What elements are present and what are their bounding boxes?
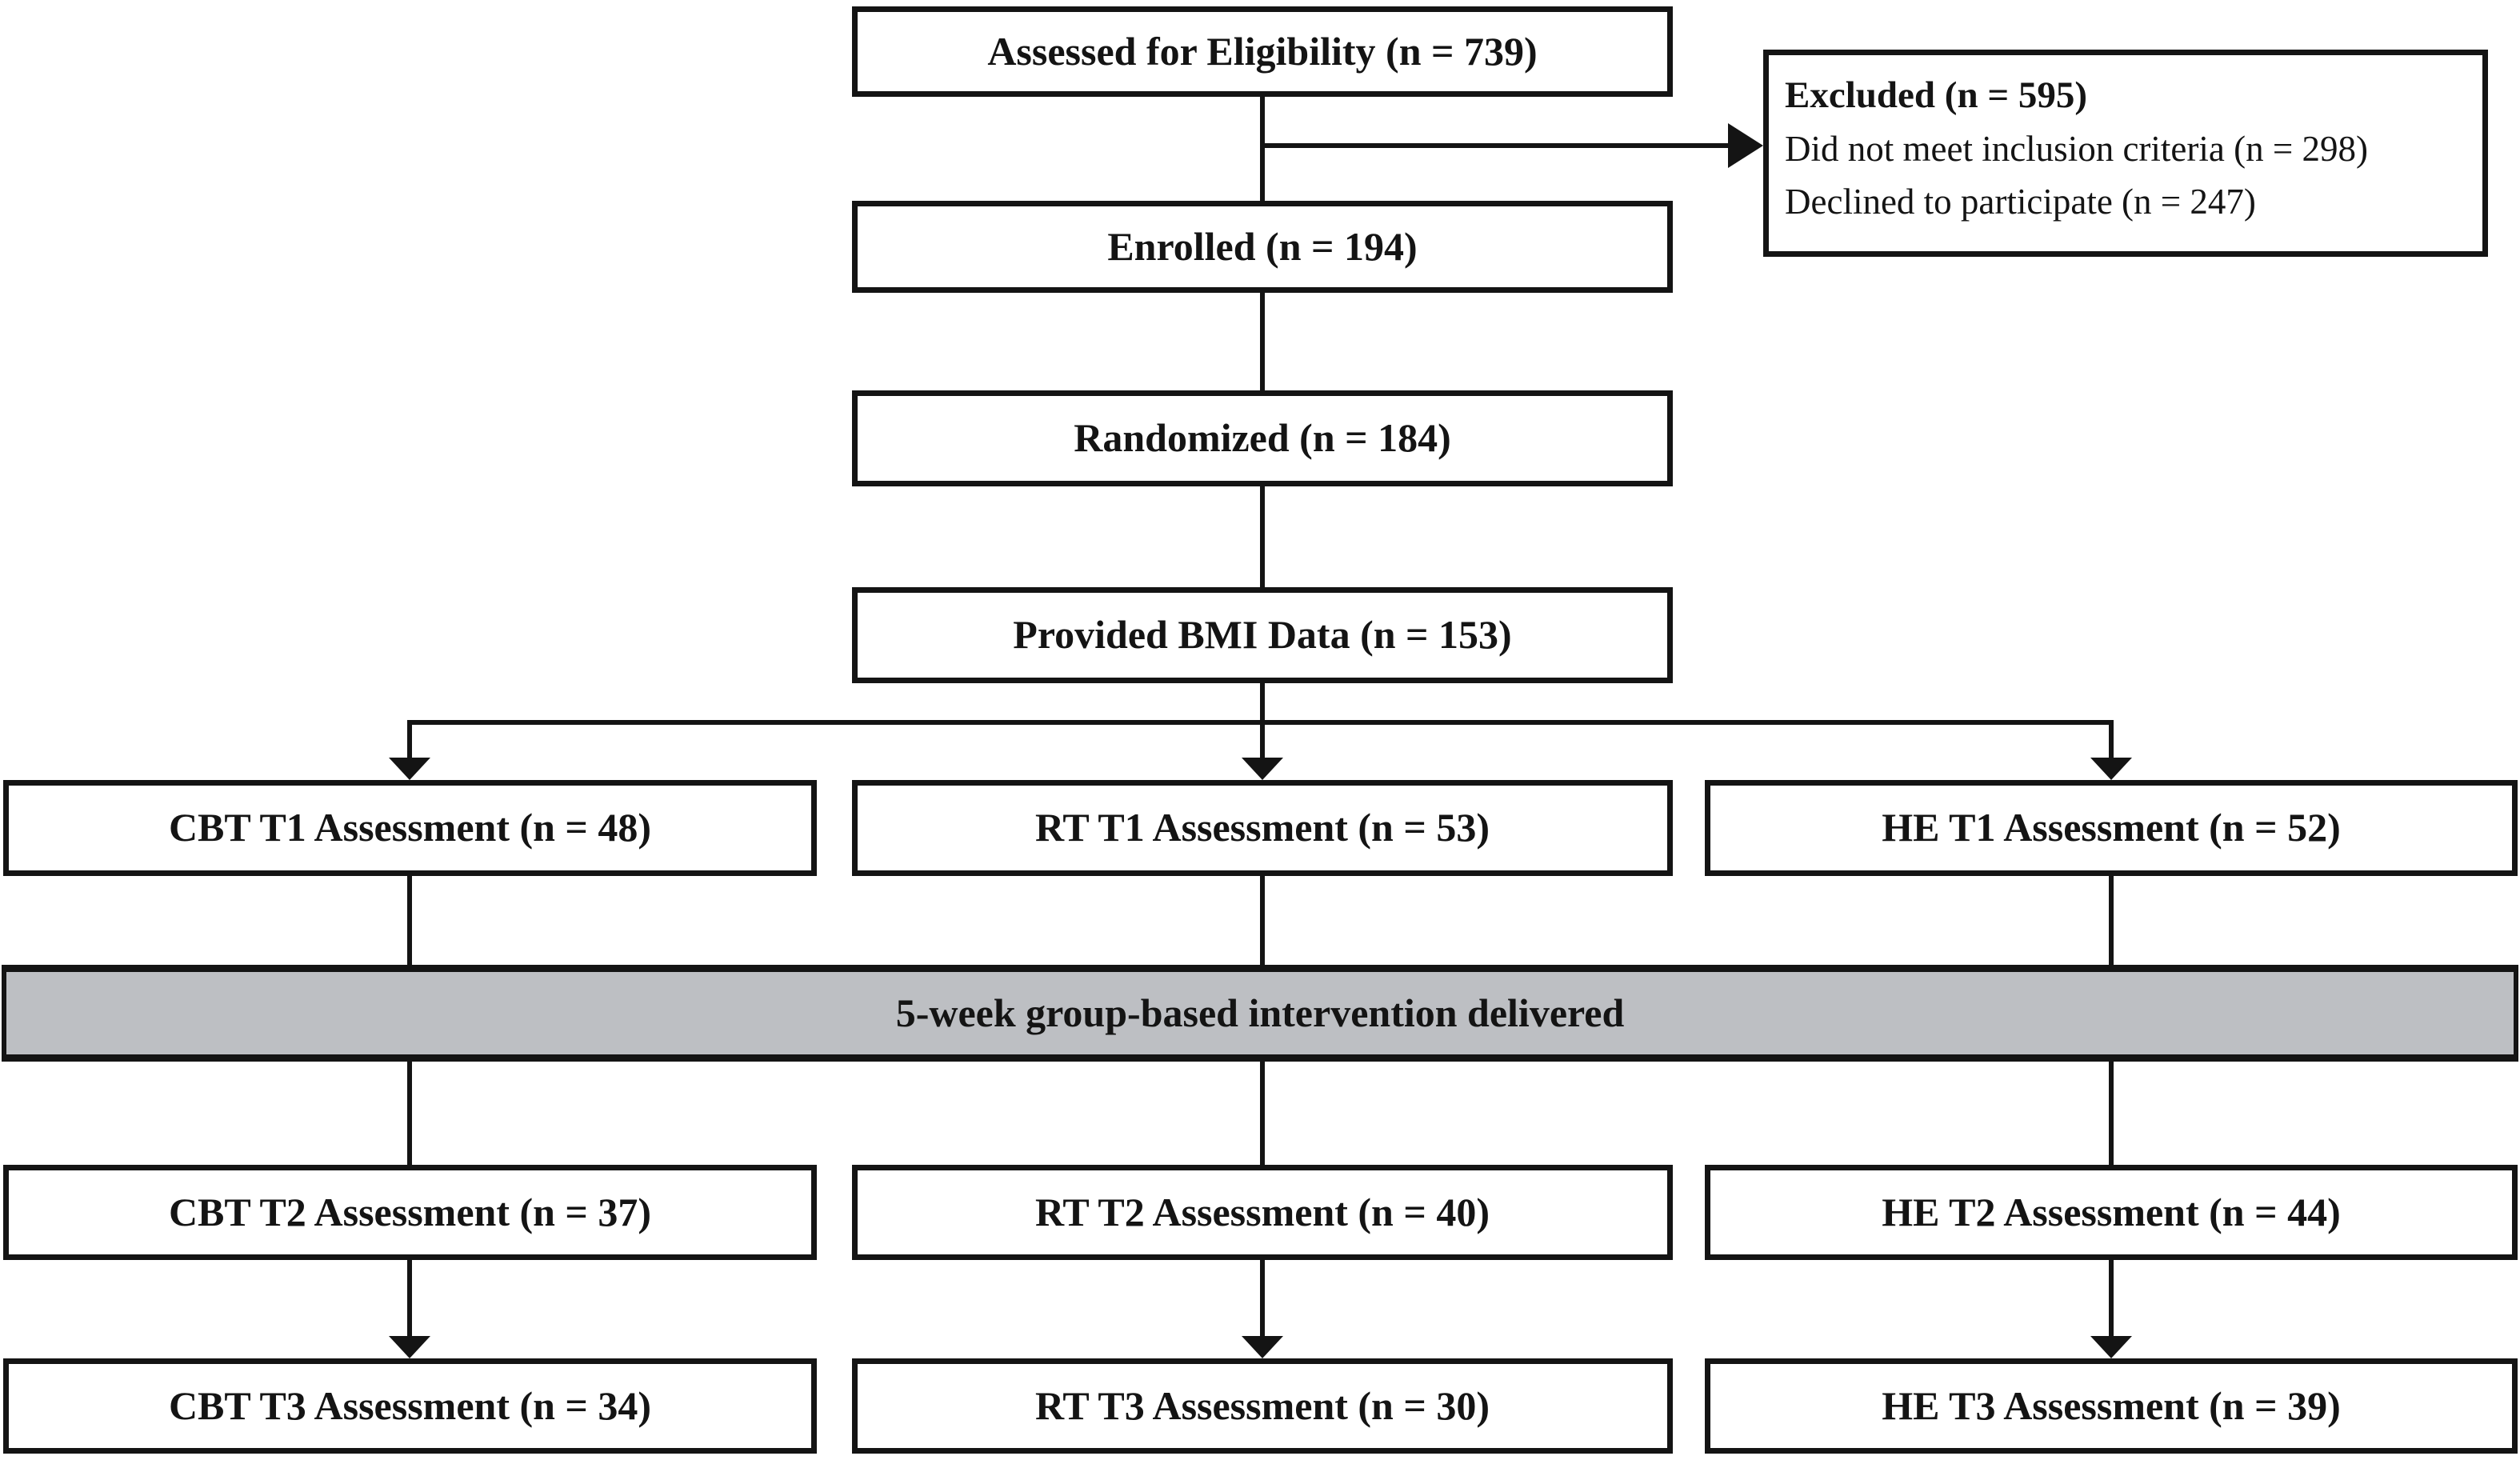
branch-stub-rt [1260,720,1265,760]
cbt-t1-label: CBT T1 Assessment (n = 48) [168,805,652,850]
box-he-t3-assessment: HE T3 Assessment (n = 39) [1705,1358,2518,1454]
box-cbt-t3-assessment: CBT T3 Assessment (n = 34) [3,1358,817,1454]
rt-t2-label: RT T2 Assessment (n = 40) [1034,1189,1490,1234]
connector-intervention-to-he-t2 [2109,1060,2114,1166]
connector-intervention-to-rt-t2 [1260,1060,1265,1166]
connector-he-t2-to-t3 [2109,1258,2114,1338]
connector-enrolled-to-randomized [1260,291,1265,392]
box-enrolled: Enrolled (n = 194) [852,201,1673,293]
box-rt-t3-assessment: RT T3 Assessment (n = 30) [852,1358,1673,1454]
connector-cbt-t2-to-t3 [407,1258,412,1338]
connector-to-excluded-line [1260,143,1728,148]
excluded-title: Excluded (n = 595) [1785,74,2088,116]
enrolled-label: Enrolled (n = 194) [1107,223,1418,269]
intervention-label: 5-week group-based intervention delivere… [895,990,1625,1035]
cbt-t3-label: CBT T3 Assessment (n = 34) [168,1382,652,1428]
arrowhead-cbt-t3-icon [389,1336,430,1358]
connector-he-t1-to-intervention [2109,874,2114,966]
box-cbt-t1-assessment: CBT T1 Assessment (n = 48) [3,780,817,876]
box-rt-t2-assessment: RT T2 Assessment (n = 40) [852,1165,1673,1260]
connector-rt-t1-to-intervention [1260,874,1265,966]
he-t3-label: HE T3 Assessment (n = 39) [1882,1382,2341,1428]
connector-bmi-to-branch [1260,682,1265,725]
cbt-t2-label: CBT T2 Assessment (n = 37) [168,1189,652,1234]
arrowhead-he-t3-icon [2090,1336,2132,1358]
box-assessed-eligibility: Assessed for Eligibility (n = 739) [852,6,1673,97]
excluded-reason-declined: Declined to participate (n = 247) [1785,182,2256,222]
branch-stub-he [2109,720,2114,760]
arrowhead-rt-t1-icon [1242,758,1283,780]
arrowhead-he-t1-icon [2090,758,2132,780]
connector-randomized-to-bmi [1260,485,1265,589]
he-t1-label: HE T1 Assessment (n = 52) [1882,805,2341,850]
box-he-t1-assessment: HE T1 Assessment (n = 52) [1705,780,2518,876]
box-rt-t1-assessment: RT T1 Assessment (n = 53) [852,780,1673,876]
intervention-bar: 5-week group-based intervention delivere… [2,965,2518,1062]
branch-stub-cbt [407,720,412,760]
provided-bmi-label: Provided BMI Data (n = 153) [1013,612,1512,658]
box-he-t2-assessment: HE T2 Assessment (n = 44) [1705,1165,2518,1260]
arrowhead-to-excluded-icon [1728,123,1763,168]
connector-cbt-t1-to-intervention [407,874,412,966]
he-t2-label: HE T2 Assessment (n = 44) [1882,1189,2341,1234]
box-provided-bmi-data: Provided BMI Data (n = 153) [852,587,1673,683]
rt-t1-label: RT T1 Assessment (n = 53) [1034,805,1490,850]
box-excluded: Excluded (n = 595) Did not meet inclusio… [1763,50,2488,257]
arrowhead-rt-t3-icon [1242,1336,1283,1358]
randomized-label: Randomized (n = 184) [1074,415,1451,461]
rt-t3-label: RT T3 Assessment (n = 30) [1034,1382,1490,1428]
arrowhead-cbt-t1-icon [389,758,430,780]
connector-intervention-to-cbt-t2 [407,1060,412,1166]
excluded-reason-inclusion: Did not meet inclusion criteria (n = 298… [1785,129,2368,169]
connector-rt-t2-to-t3 [1260,1258,1265,1338]
assessed-label: Assessed for Eligibility (n = 739) [987,28,1538,74]
box-randomized: Randomized (n = 184) [852,390,1673,486]
box-cbt-t2-assessment: CBT T2 Assessment (n = 37) [3,1165,817,1260]
connector-assessed-to-enrolled [1260,95,1265,202]
